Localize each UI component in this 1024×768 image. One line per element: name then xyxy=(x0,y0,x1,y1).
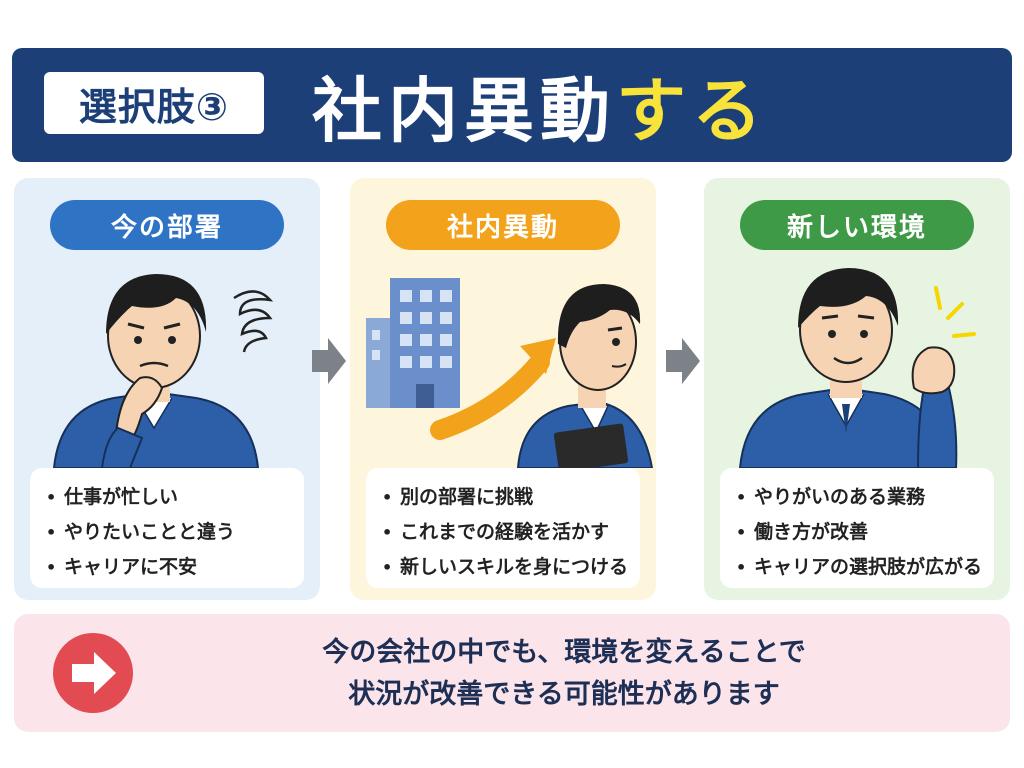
summary-line-1: 今の会社の中でも、環境を変えることで xyxy=(322,637,806,668)
bullet: • xyxy=(736,558,747,577)
bullet: • xyxy=(46,488,57,507)
flow-arrow-icon xyxy=(666,338,700,384)
bullet: • xyxy=(736,523,747,542)
step-label-transfer: 社内異動 xyxy=(386,200,620,250)
step-card-new: •やりがいのある業務 •働き方が改善 •キャリアの選択肢が広がる xyxy=(720,468,994,588)
list-item: •仕事が忙しい xyxy=(46,480,304,515)
bullet: • xyxy=(46,523,57,542)
summary-text: 今の会社の中でも、環境を変えることで 状況が改善できる可能性があります xyxy=(164,632,964,716)
sparkle-icon xyxy=(934,286,976,338)
office-building-icon xyxy=(366,278,460,408)
building-and-arrow-illustration xyxy=(366,278,654,468)
confident-worker-illustration xyxy=(738,268,976,468)
title-accent: する xyxy=(616,69,768,152)
step-label-current: 今の部署 xyxy=(50,200,284,250)
flow-arrow-icon xyxy=(312,338,346,384)
list-item: •やりたいことと違う xyxy=(46,515,304,550)
step-new-environment: 新しい環境 •やりがいのある業務 •働き方が改善 •キャリアの選択肢が広がる xyxy=(704,178,1010,600)
summary-line-2: 状況が改善できる可能性があります xyxy=(348,679,780,710)
step-label-new: 新しい環境 xyxy=(740,200,974,250)
step-card-current: •仕事が忙しい •やりたいことと違う •キャリアに不安 xyxy=(30,468,304,588)
list-item: •新しいスキルを身につける xyxy=(382,550,640,585)
bullet: • xyxy=(736,488,747,507)
header-banner: 選択肢③ 社内異動する xyxy=(12,48,1012,162)
upward-arrow-icon xyxy=(430,338,556,440)
list-item: •これまでの経験を活かす xyxy=(382,515,640,550)
worry-scribble-icon xyxy=(233,290,274,353)
bullet: • xyxy=(382,488,393,507)
step-internal-transfer: 社内異動 xyxy=(350,178,656,600)
choice-badge: 選択肢③ xyxy=(44,72,264,134)
summary-box: 今の会社の中でも、環境を変えることで 状況が改善できる可能性があります xyxy=(14,614,1010,732)
right-arrow-circle-icon xyxy=(53,633,133,713)
list-item: •働き方が改善 xyxy=(736,515,994,550)
step-current-department: 今の部署 •仕事が忙しい •やりたいことと違う •キャリアに不安 xyxy=(14,178,320,600)
bullet: • xyxy=(46,558,57,577)
step-card-transfer: •別の部署に挑戦 •これまでの経験を活かす •新しいスキルを身につける xyxy=(366,468,640,588)
worried-worker-illustration xyxy=(52,274,274,468)
page-title: 社内異動する xyxy=(312,60,768,152)
title-main: 社内異動 xyxy=(312,69,616,152)
list-item: •やりがいのある業務 xyxy=(736,480,994,515)
list-item: •別の部署に挑戦 xyxy=(382,480,640,515)
list-item: •キャリアに不安 xyxy=(46,550,304,585)
list-item: •キャリアの選択肢が広がる xyxy=(736,550,994,585)
bullet: • xyxy=(382,523,393,542)
bullet: • xyxy=(382,558,393,577)
